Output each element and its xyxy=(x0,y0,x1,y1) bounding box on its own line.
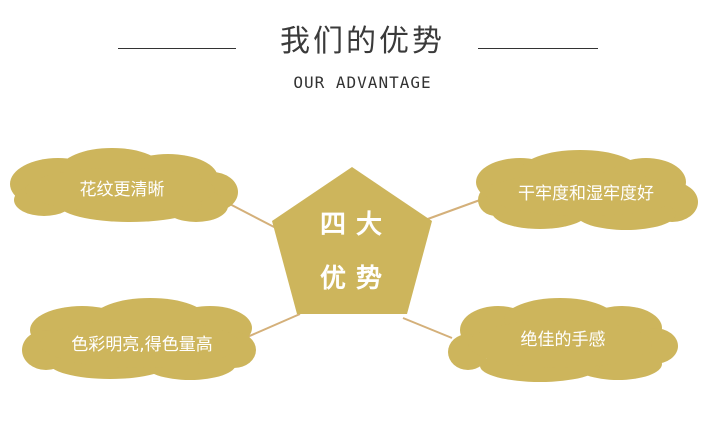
header-divider-left xyxy=(118,48,236,49)
cloud-top-left xyxy=(10,148,238,222)
page-subtitle: OUR ADVANTAGE xyxy=(293,73,432,92)
center-pentagon xyxy=(272,167,432,314)
header-divider-right xyxy=(478,48,598,49)
connector-top-right xyxy=(424,199,481,221)
page-title: 我们的优势 xyxy=(280,24,445,59)
center-label-line2: 优势 xyxy=(320,264,393,294)
cloud-top-right xyxy=(476,150,698,230)
advantage-label-hand-feel: 绝佳的手感 xyxy=(520,330,606,350)
cloud-bottom-right xyxy=(448,298,678,382)
advantage-label-color: 色彩明亮,得色量高 xyxy=(71,335,213,355)
cloud-bottom-left xyxy=(22,298,256,380)
advantage-label-fastness: 干牢度和湿牢度好 xyxy=(518,184,654,204)
center-label-line1: 四大 xyxy=(320,210,393,240)
connector-bottom-right xyxy=(402,317,453,339)
advantage-label-pattern: 花纹更清晰 xyxy=(79,180,165,200)
connector-bottom-left xyxy=(244,313,301,339)
